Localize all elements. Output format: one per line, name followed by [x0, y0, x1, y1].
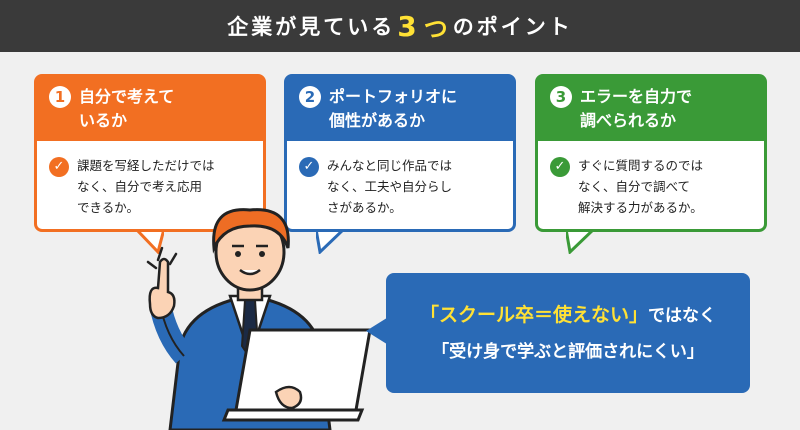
- card-1-speech-tail: [136, 232, 164, 254]
- point-card-3-header: 3 エラーを自力で 調べられるか: [538, 77, 764, 141]
- header-title-counter: つ: [423, 14, 451, 43]
- point-number-badge: 1: [49, 86, 71, 108]
- header-title-post: のポイント: [452, 15, 573, 39]
- point-card-1-text: 課題を写経しただけでは なく、自分で考え応用 できるか。: [77, 158, 215, 215]
- point-card-2: 2 ポートフォリオに 個性があるか ✓ みんなと同じ作品では なく、工夫や自分ら…: [284, 74, 516, 232]
- check-circle-icon: ✓: [299, 157, 319, 177]
- point-card-1: 1 自分で考えて いるか ✓ 課題を写経しただけでは なく、自分で考え応用 でき…: [34, 74, 266, 232]
- businessman-with-laptop-illustration: [146, 208, 372, 430]
- point-card-2-text: みんなと同じ作品では なく、工夫や自分らし さがあるか。: [327, 158, 453, 215]
- card-2-speech-tail: [316, 232, 344, 254]
- bubble-speech-tail: [366, 316, 390, 346]
- point-number-badge: 2: [299, 86, 321, 108]
- check-circle-icon: ✓: [49, 157, 69, 177]
- point-card-3-title: エラーを自力で 調べられるか: [580, 87, 693, 130]
- point-card-2-title: ポートフォリオに 個性があるか: [329, 87, 458, 130]
- page-header: 企業が見ている 3 つ のポイント: [0, 0, 800, 52]
- card-3-speech-tail: [566, 232, 594, 254]
- header-title-pre: 企業が見ている: [227, 15, 396, 39]
- message-line-1: 「スクール卒＝使えない」ではなく: [420, 297, 716, 334]
- point-card-1-header: 1 自分で考えて いるか: [37, 77, 263, 141]
- message-highlight-quote: 「スクール卒＝使えない」: [419, 303, 648, 326]
- header-title-number: 3: [397, 9, 420, 43]
- point-card-2-body: ✓ みんなと同じ作品では なく、工夫や自分らし さがあるか。: [287, 141, 513, 218]
- point-card-1-body: ✓ 課題を写経しただけでは なく、自分で考え応用 できるか。: [37, 141, 263, 218]
- message-line-2: 「受け身で学ぶと評価されにくい」: [432, 341, 704, 362]
- point-card-3-body: ✓ すぐに質問するのでは なく、自分で調べて 解決する力があるか。: [538, 141, 764, 218]
- point-card-1-title: 自分で考えて いるか: [79, 87, 175, 130]
- sparkle-icon: [146, 246, 178, 270]
- point-number-badge: 3: [550, 86, 572, 108]
- message-bubble: 「スクール卒＝使えない」ではなく 「受け身で学ぶと評価されにくい」: [386, 273, 750, 393]
- check-circle-icon: ✓: [550, 157, 570, 177]
- point-card-2-header: 2 ポートフォリオに 個性があるか: [287, 77, 513, 141]
- message-line-1-rest: ではなく: [648, 305, 716, 326]
- point-card-3-text: すぐに質問するのでは なく、自分で調べて 解決する力があるか。: [578, 158, 704, 215]
- point-card-3: 3 エラーを自力で 調べられるか ✓ すぐに質問するのでは なく、自分で調べて …: [535, 74, 767, 232]
